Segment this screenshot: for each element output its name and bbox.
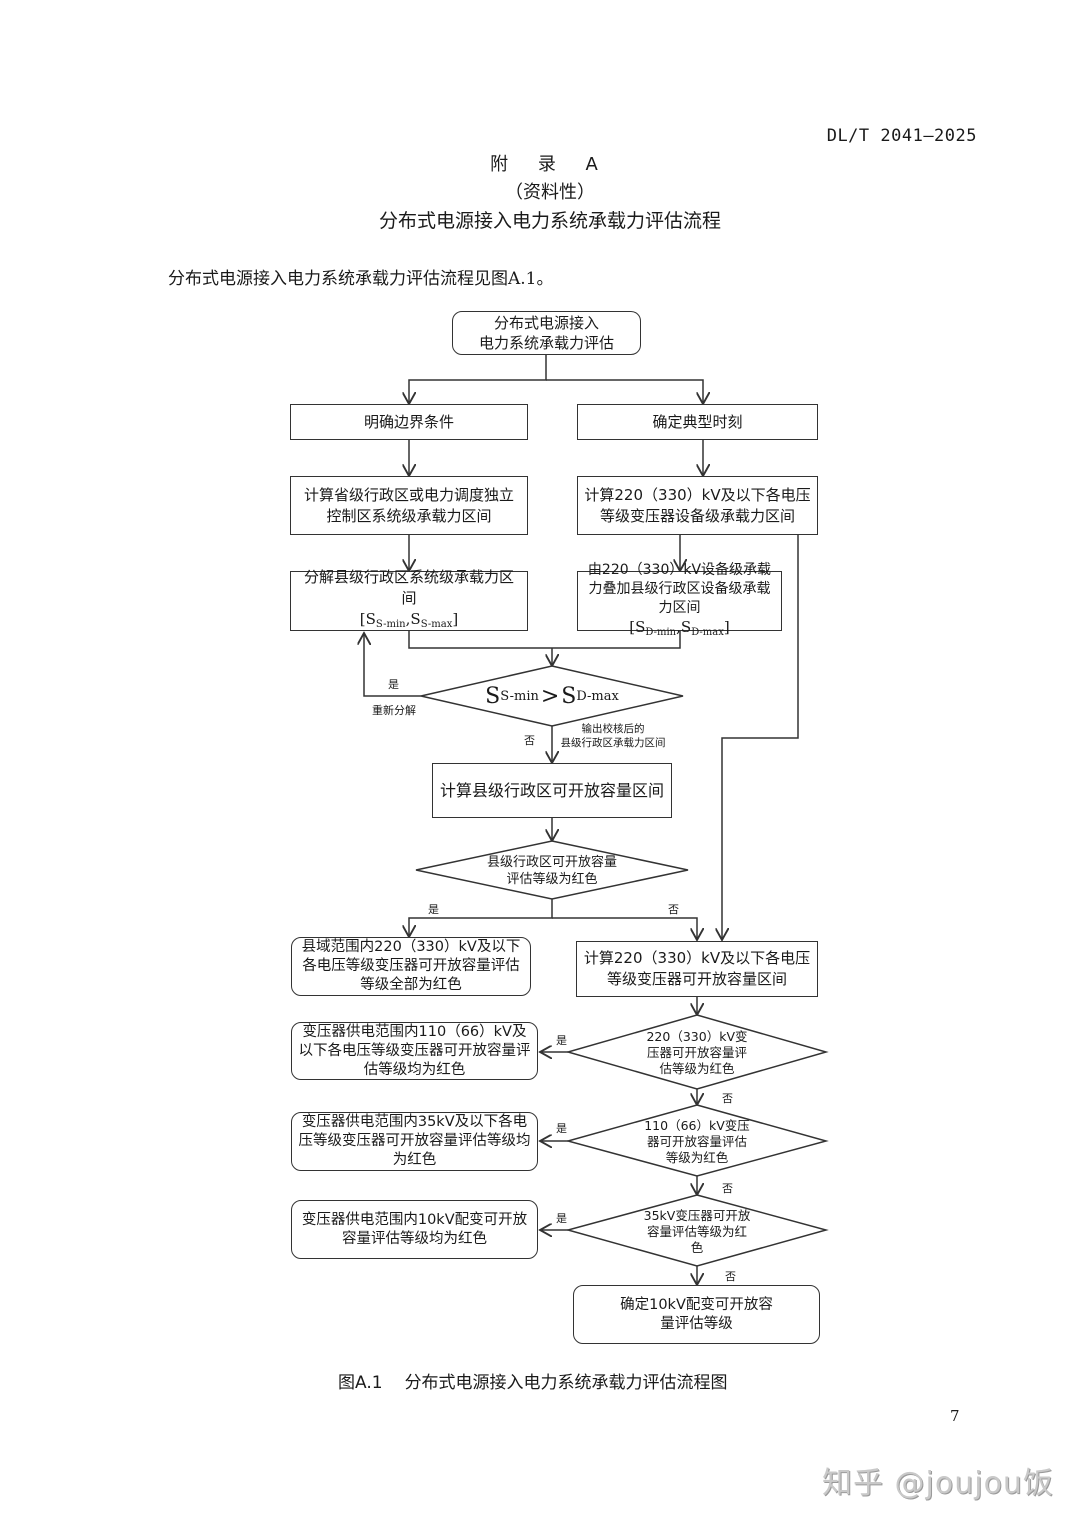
result5-box: 变压器供电范围内10kV配变可开放容量评估等级均为红色 <box>291 1200 538 1259</box>
decision2-diamond <box>415 840 689 900</box>
connector-merge <box>408 631 681 666</box>
connector-decision2-yes <box>409 899 553 937</box>
decision5-no-label: 否 <box>725 1270 736 1283</box>
connector-start-split <box>409 355 547 404</box>
start-node: 分布式电源接入 电力系统承载力评估 <box>452 311 641 355</box>
decision5-diamond <box>565 1194 829 1267</box>
decision4-diamond <box>565 1104 829 1177</box>
decision1-diamond <box>420 665 684 727</box>
decision3-yes-label: 是 <box>556 1034 567 1047</box>
overlay-text: 由220（330）kV设备级承载力叠加县级行政区设备级承载力区间 <box>587 561 772 616</box>
decision4-no-label: 否 <box>722 1182 733 1195</box>
decision1-no-label: 否 <box>524 734 535 747</box>
overlay-interval: [SD-min,SD-max] <box>629 617 730 638</box>
overlay-box: 由220（330）kV设备级承载力叠加县级行政区设备级承载力区间 [SD-min… <box>577 562 782 638</box>
figure-caption: 图A.1 分布式电源接入电力系统承载力评估流程图 <box>338 1368 750 1393</box>
redecompose-label: 重新分解 <box>372 704 416 717</box>
transformer-open-capacity-box: 计算220（330）kV及以下各电压等级变压器可开放容量区间 <box>576 941 818 997</box>
result4-box: 变压器供电范围内35kV及以下各电压等级变压器可开放容量评估等级均为红色 <box>291 1112 538 1171</box>
decision3-text: 220（330）kV变压器可开放容量评估等级为红色 <box>646 1029 748 1076</box>
start-node-line2: 电力系统承载力评估 <box>478 334 614 352</box>
decision3-diamond <box>565 1014 829 1090</box>
result3-box: 变压器供电范围内110（66）kV及以下各电压等级变压器可开放容量评估等级均为红… <box>291 1022 538 1080</box>
intro-paragraph: 分布式电源接入电力系统承载力评估流程见图A.1。 <box>168 269 554 289</box>
typical-moment-box: 确定典型时刻 <box>577 404 818 440</box>
decision3-no-label: 否 <box>722 1092 733 1105</box>
decision1-output-label: 输出校核后的 县级行政区承载力区间 <box>560 723 666 749</box>
connector-decision2-no <box>552 917 697 940</box>
county-all-red-box: 县域范围内220（330）kV及以下各电压等级变压器可开放容量评估等级全部为红色 <box>291 937 531 996</box>
figure-caption-text: 分布式电源接入电力系统承载力评估流程图 <box>404 1373 728 1393</box>
decision5-text: 35kV变压器可开放容量评估等级为红色 <box>643 1208 751 1255</box>
standard-number: DL/T 2041—2025 <box>826 126 977 146</box>
boundary-conditions-box: 明确边界条件 <box>290 404 528 440</box>
start-node-line1: 分布式电源接入 <box>493 314 599 332</box>
figure-label: 图A.1 <box>338 1373 383 1393</box>
decision2-text: 县级行政区可开放容量评估等级为红色 <box>486 855 617 887</box>
decompose-box: 分解县级行政区系统级承载力区间 [SS-min,SS-max] <box>290 568 528 631</box>
decision1-yes-label: 是 <box>388 678 399 691</box>
county-open-capacity-box: 计算县级行政区可开放容量区间 <box>432 763 672 818</box>
decompose-interval: [SS-min,SS-max] <box>359 610 459 630</box>
decision2-yes-label: 是 <box>428 903 439 916</box>
decision2-no-label: 否 <box>668 903 679 916</box>
watermark: 知乎 @joujou饭 <box>822 1466 1054 1501</box>
decompose-text: 分解县级行政区系统级承载力区间 <box>303 568 514 607</box>
page-number: 7 <box>950 1407 960 1425</box>
device-capacity-box: 计算220（330）kV及以下各电压等级变压器设备级承载力区间 <box>577 476 818 535</box>
connector-bypass <box>722 535 799 940</box>
final-node: 确定10kV配变可开放容量评估等级 <box>573 1285 820 1344</box>
appendix-heading: 附 录 A <box>490 154 610 175</box>
decision4-text: 110（66）kV变压器可开放容量评估等级为红色 <box>644 1118 750 1165</box>
system-capacity-box: 计算省级行政区或电力调度独立控制区系统级承载力区间 <box>290 476 528 535</box>
decision4-yes-label: 是 <box>556 1122 567 1135</box>
connector-redecompose-loop <box>364 633 421 697</box>
decision5-yes-label: 是 <box>556 1212 567 1225</box>
connector-start-right <box>546 379 703 404</box>
appendix-nature: （资料性） <box>505 182 595 203</box>
appendix-title: 分布式电源接入电力系统承载力评估流程 <box>378 210 721 232</box>
